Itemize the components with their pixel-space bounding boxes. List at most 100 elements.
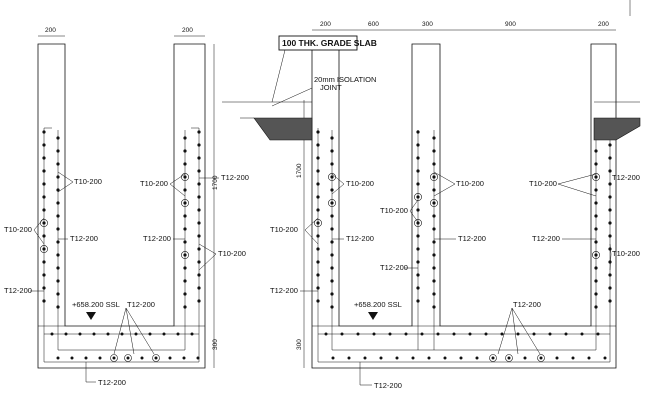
rebar-dot (56, 240, 60, 244)
rebar-dot (523, 356, 527, 360)
rebar-dot (340, 332, 344, 336)
rebar-ring (430, 173, 438, 181)
rebar-dot (416, 208, 420, 212)
rebar-dot (64, 332, 68, 336)
rebar-dot (443, 356, 447, 360)
rebar-dot (92, 332, 96, 336)
rebar-dot (183, 201, 187, 205)
rebar-ring (40, 219, 48, 227)
rebar-dot (356, 332, 360, 336)
rebar-dot (416, 169, 420, 173)
rebar-dot (84, 356, 88, 360)
label-t12-left-3: T12-200 (221, 173, 249, 182)
dim-200-left-b: 200 (182, 27, 193, 34)
rebar-dot (608, 169, 612, 173)
label-t12-right-1: T12-200 (346, 234, 374, 243)
rebar-dot (183, 149, 187, 153)
rebar-dot (330, 214, 334, 218)
rebar-dot (608, 286, 612, 290)
dim-1700-left: 1700 (212, 175, 219, 190)
label-t10-left-2: T10-200 (4, 225, 32, 234)
label-t12-right-7: T12-200 (513, 300, 541, 309)
rebar-dot (594, 279, 598, 283)
rebar-dot (432, 305, 436, 309)
dim-300-right-vert: 300 (296, 339, 303, 350)
rebar-dot (42, 273, 46, 277)
rebar-dot (436, 332, 440, 336)
rebar-dot (316, 182, 320, 186)
rebar-dot (183, 175, 187, 179)
rebar-dot (183, 266, 187, 270)
rebar-ring (537, 354, 545, 362)
rebar-dot (42, 143, 46, 147)
dim-200-right-b: 200 (598, 21, 609, 28)
rebar-dot (432, 201, 436, 205)
dim-900-right: 900 (505, 21, 516, 28)
label-t10-left-1: T10-200 (74, 177, 102, 186)
rebar-dot (608, 273, 612, 277)
rebar-dot (42, 156, 46, 160)
rebar-dot (162, 332, 166, 336)
rebar-dot (363, 356, 367, 360)
rebar-dot (330, 279, 334, 283)
rebar-dot (608, 221, 612, 225)
rebar-dot (416, 182, 420, 186)
rebar-dot (432, 214, 436, 218)
rebar-dot (587, 356, 591, 360)
ssl-label-left: +658.200 SSL (72, 300, 120, 309)
rebar-dot (452, 332, 456, 336)
rebar-dot (126, 356, 130, 360)
rebar-dot (197, 143, 201, 147)
rebar-dot (608, 208, 612, 212)
rebar-dot (608, 234, 612, 238)
label-t12-left-2: T12-200 (4, 286, 32, 295)
rebar-dot (594, 266, 598, 270)
rebar-ring (505, 354, 513, 362)
label-t12-right-4: T12-200 (380, 263, 408, 272)
rebar-dot (594, 188, 598, 192)
rebar-dot (416, 156, 420, 160)
rebar-dot (388, 332, 392, 336)
rebar-ring (314, 219, 322, 227)
rebar-dot (183, 227, 187, 231)
rebar-dot (594, 175, 598, 179)
rebar-dot (330, 149, 334, 153)
rebar-dot (330, 266, 334, 270)
rebar-dot (56, 227, 60, 231)
rebar-dot (331, 356, 335, 360)
rebar-dot (154, 356, 158, 360)
rebar-dot (330, 253, 334, 257)
rebar-dot (316, 156, 320, 160)
rebar-dot (416, 299, 420, 303)
rebar-dot (183, 214, 187, 218)
label-t12-right-8: T12-200 (374, 381, 402, 390)
rebar-dot (56, 266, 60, 270)
rebar-dot (411, 356, 415, 360)
rebar-ring (181, 199, 189, 207)
rebar-dot (197, 299, 201, 303)
rebar-dot (182, 356, 186, 360)
rebar-dot (594, 305, 598, 309)
rebar-dots-left (40, 130, 201, 362)
rebar-dot (432, 266, 436, 270)
rebar-ring (152, 354, 160, 362)
rebar-dot (183, 292, 187, 296)
rebar-dot (427, 356, 431, 360)
rebar-ring (489, 354, 497, 362)
rebar-dot (56, 175, 60, 179)
rebar-dot (432, 188, 436, 192)
rebar-dot (603, 356, 607, 360)
rebar-dot (183, 136, 187, 140)
rebar-dot (183, 188, 187, 192)
rebar-dot (176, 332, 180, 336)
rebar-dot (404, 332, 408, 336)
rebar-dot (594, 201, 598, 205)
rebar-dot (432, 162, 436, 166)
rebar-dot (416, 221, 420, 225)
rebar-dot (56, 149, 60, 153)
rebar-dot (56, 253, 60, 257)
rebar-dot (330, 305, 334, 309)
label-t12-left-6: T12-200 (98, 378, 126, 387)
rebar-dot (432, 227, 436, 231)
rebar-dot (416, 130, 420, 134)
